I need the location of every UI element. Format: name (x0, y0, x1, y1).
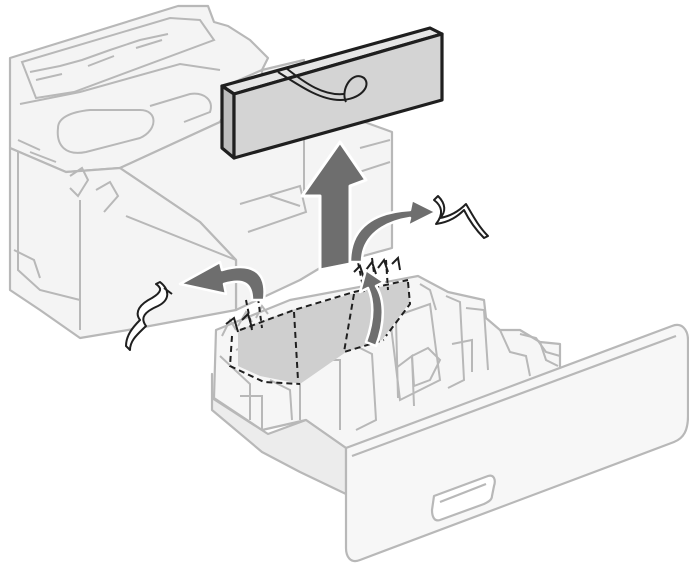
remove-tape-arrow-inner (358, 268, 386, 348)
remove-tape-arrow-left (178, 260, 266, 302)
packing-box (220, 26, 444, 160)
packing-insert (225, 255, 412, 385)
packing-tape-loop (277, 67, 368, 103)
remove-tape-arrow-right (348, 198, 438, 264)
tape-strip-right (433, 195, 489, 239)
tape-strip-left (125, 281, 173, 351)
